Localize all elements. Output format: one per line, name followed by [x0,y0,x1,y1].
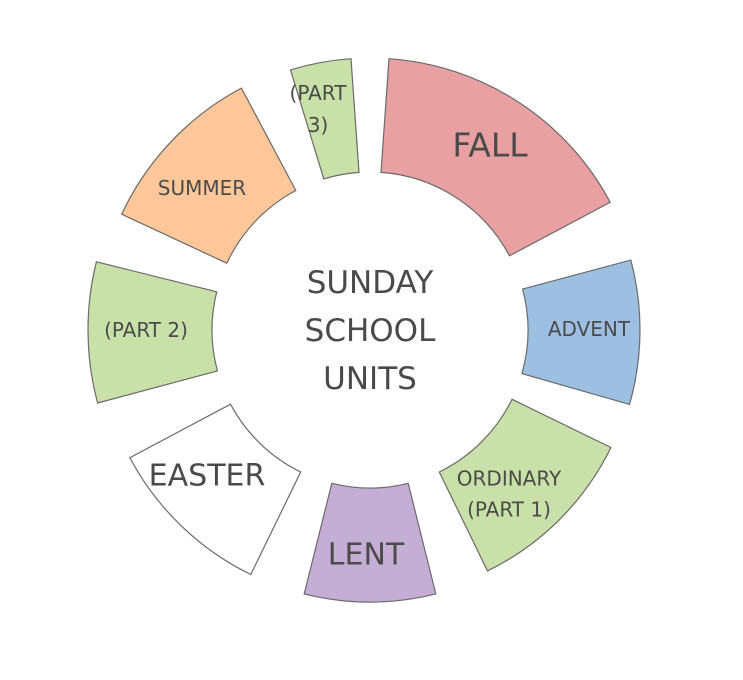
segment-part-3-label-line-2: 3) [308,113,329,137]
center-title-line-3: UNITS [323,361,417,397]
segment-ordinary-part-1-label-line-2: (PART 1) [467,498,551,522]
segment-summer-shape [120,87,297,264]
segment-part-2: (PART 2) [87,261,219,404]
segment-ordinary-part-1-shape [438,398,612,572]
segment-part-3-label-line-1: (PART [290,81,348,105]
segment-part-3: (PART 3) [289,58,360,180]
segment-fall-shape [380,58,612,257]
segment-part-2-shape [87,261,219,404]
segment-ordinary-part-1-label-line-1: ORDINARY [457,467,562,491]
segment-summer: SUMMER [120,87,297,264]
center-title-line-2: SCHOOL [305,313,436,349]
segment-lent-label-line-1: LENT [328,538,405,573]
segment-lent: LENT [303,482,437,603]
segment-advent: ADVENT [521,259,641,406]
segment-ordinary-part-1: ORDINARY (PART 1) [438,398,612,572]
segment-summer-label-line-1: SUMMER [158,176,246,200]
segment-lent-shape [303,482,437,603]
segments-layer: FALL ADVENT ORDINARY (PART 1) LENT EASTER (PAR… [87,58,641,603]
segment-easter-shape [128,403,302,576]
segment-advent-shape [521,259,641,406]
segment-easter: EASTER [128,403,302,576]
segment-fall: FALL [380,58,612,257]
center-title-line-1: SUNDAY [307,265,434,301]
segment-part-2-label-line-1: (PART 2) [104,318,188,342]
segment-fall-label-line-1: FALL [452,126,528,165]
segment-easter-label-line-1: EASTER [149,459,266,494]
segment-part-3-shape [289,58,360,180]
segment-advent-label-line-1: ADVENT [548,317,631,341]
